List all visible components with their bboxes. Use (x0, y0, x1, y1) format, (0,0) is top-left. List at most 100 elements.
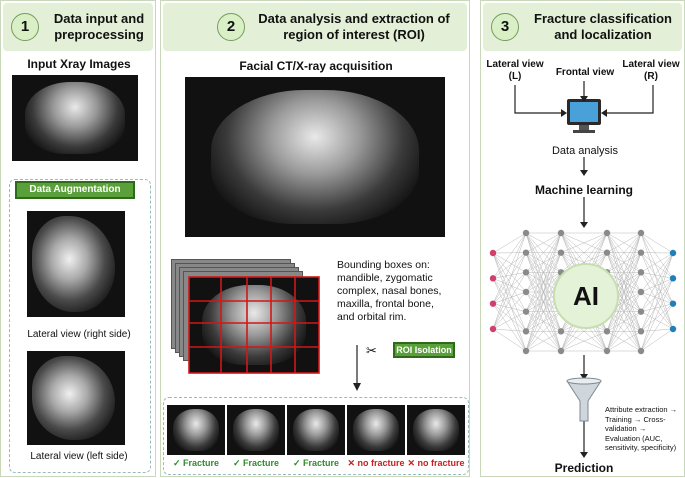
crop-status-label: ✓ Fracture (165, 458, 227, 469)
crop-status-label: ✕ no fracture (403, 458, 469, 469)
nn-input-node (490, 326, 496, 332)
nn-input-node (490, 275, 496, 281)
nn-connection (493, 253, 526, 279)
crop-image (287, 405, 345, 455)
crop-status-label: ✓ Fracture (225, 458, 287, 469)
roi-isolation-button[interactable]: ROI Isolation (393, 342, 455, 358)
nn-connection (493, 253, 526, 304)
arrow-line (605, 85, 653, 113)
arrow-head (580, 452, 588, 458)
nn-output-node (670, 250, 676, 256)
nn-hidden-node (523, 269, 529, 275)
prediction-label: Prediction (521, 461, 647, 475)
cross-icon: ✕ (407, 458, 415, 468)
arrow-head (353, 383, 361, 391)
ai-circle: AI (553, 263, 619, 329)
nn-hidden-node (523, 348, 529, 354)
crop-status-text: no fracture (358, 458, 405, 468)
lateral-right-label: Lateral view (right side) (1, 329, 157, 340)
nn-hidden-node (604, 249, 610, 255)
crop-image (167, 405, 225, 455)
bbox-line: mandible, zygomatic (337, 272, 441, 285)
nn-hidden-node (638, 308, 644, 314)
nn-output-node (670, 275, 676, 281)
arrow-head (580, 222, 588, 228)
lateral-left-label: Lateral view (left side) (1, 451, 157, 462)
ai-label: AI (573, 281, 599, 311)
check-icon: ✓ (233, 458, 241, 468)
arrow-head (561, 109, 567, 117)
machine-learning-label: Machine learning (511, 183, 657, 197)
roi-crop (347, 405, 405, 455)
monitor-icon (567, 99, 601, 133)
nn-connection (493, 253, 526, 312)
bounding-box-text: Bounding boxes on: mandible, zygomatic c… (337, 259, 441, 324)
nn-connection (493, 253, 526, 331)
crop-image (407, 405, 465, 455)
crop-status-label: ✓ Fracture (285, 458, 347, 469)
nn-hidden-node (638, 230, 644, 236)
lateral-right-image (27, 211, 125, 317)
data-analysis-label: Data analysis (535, 145, 635, 157)
nn-connection (493, 272, 526, 278)
funnel-line: Evaluation (AUC, (605, 434, 677, 444)
arrow-head (601, 109, 607, 117)
nn-output-node (670, 300, 676, 306)
crop-image (227, 405, 285, 455)
panel-roi: 2 Data analysis and extraction of region… (160, 0, 470, 477)
input-xray-image (12, 75, 138, 161)
nn-hidden-node (523, 249, 529, 255)
nn-hidden-node (558, 328, 564, 334)
nn-connection (493, 233, 526, 253)
roi-crop (287, 405, 345, 455)
nn-connection (493, 272, 526, 303)
lateral-left-image (27, 351, 125, 445)
nn-hidden-node (638, 249, 644, 255)
nn-connection (641, 278, 673, 311)
crop-status-text: no fracture (418, 458, 465, 468)
roi-crop (407, 405, 465, 455)
title-line: preprocessing (43, 27, 155, 43)
step-number: 1 (11, 13, 39, 41)
input-images-label: Input Xray Images (1, 57, 157, 71)
nn-hidden-node (638, 328, 644, 334)
nn-hidden-node (523, 308, 529, 314)
bbox-line: Bounding boxes on: (337, 259, 441, 272)
nn-hidden-node (638, 289, 644, 295)
nn-hidden-node (558, 249, 564, 255)
crop-status-text: Fracture (303, 458, 339, 468)
bbox-line: complex, nasal bones, (337, 285, 441, 298)
data-augmentation-button[interactable]: Data Augmentation (15, 181, 135, 199)
arrow-head (580, 170, 588, 176)
grid-frame (189, 277, 319, 373)
nn-connection (641, 253, 673, 304)
nn-connection (641, 253, 673, 279)
panel-title: Data input and preprocessing (43, 11, 155, 43)
crop-status-label: ✕ no fracture (343, 458, 409, 469)
cross-icon: ✕ (347, 458, 355, 468)
crop-image (347, 405, 405, 455)
nn-hidden-node (558, 230, 564, 236)
funnel-icon (567, 378, 601, 421)
nn-input-node (490, 250, 496, 256)
nn-connection (641, 329, 673, 331)
nn-input-node (490, 300, 496, 306)
roi-crop (227, 405, 285, 455)
panel-preprocessing: 1 Data input and preprocessing Input Xra… (0, 0, 156, 477)
nn-output-node (670, 326, 676, 332)
bbox-line: and orbital rim. (337, 311, 441, 324)
nn-connection (641, 272, 673, 278)
nn-hidden-node (523, 328, 529, 334)
nn-hidden-node (604, 328, 610, 334)
check-icon: ✓ (173, 458, 181, 468)
title-line: Data input and (43, 11, 155, 27)
funnel-line: Training → Cross- (605, 415, 677, 425)
funnel-steps-text: Attribute extraction → Training → Cross-… (605, 405, 677, 453)
scissors-icon: ✂ (366, 343, 377, 359)
nn-connection (641, 272, 673, 303)
nn-connection (641, 253, 673, 312)
check-icon: ✓ (293, 458, 301, 468)
bbox-line: maxilla, frontal bone, (337, 298, 441, 311)
arrow-line (515, 85, 563, 113)
crop-status-text: Fracture (243, 458, 279, 468)
